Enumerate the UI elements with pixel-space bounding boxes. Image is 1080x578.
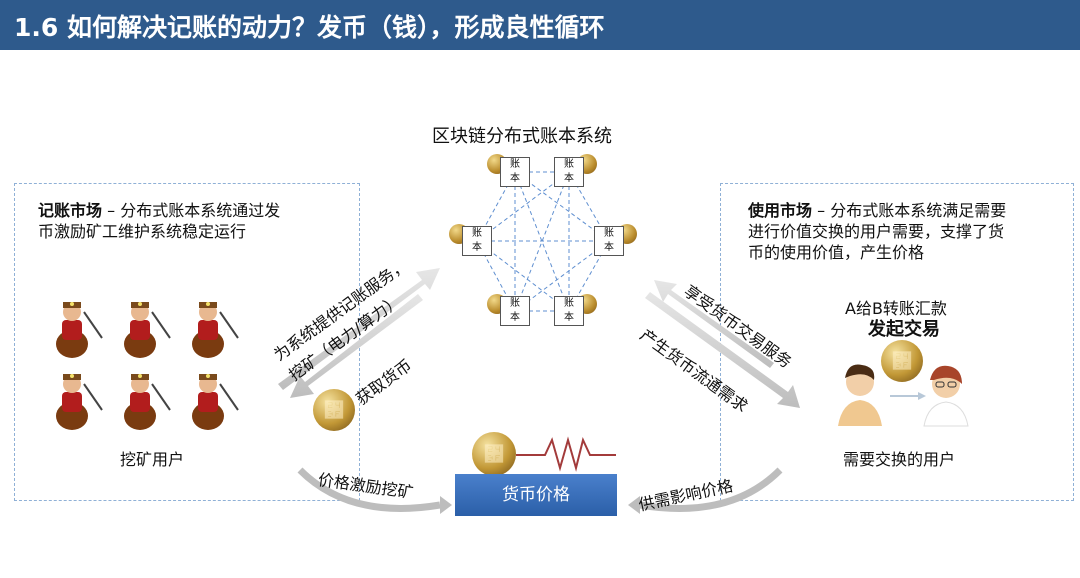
currency-price-box: 货币价格 xyxy=(455,474,617,516)
usage-market-heading: 使用市场 xyxy=(748,201,813,220)
coin-icon xyxy=(881,340,923,382)
bottom-right-curve-arrow xyxy=(639,467,783,512)
usage-market-desc-line1: – 分布式账本系统满足需要 xyxy=(812,201,1007,220)
bottom-right-arrowhead xyxy=(628,496,640,514)
right-down-arrow xyxy=(645,292,800,408)
ledger-node: 账本 xyxy=(554,157,584,187)
ledger-node: 账本 xyxy=(500,296,530,326)
right-up-arrow xyxy=(654,280,774,368)
ledger-node: 账本 xyxy=(554,296,584,326)
miners-group xyxy=(55,301,239,431)
miner-icon xyxy=(123,301,171,359)
transfer-arrow-icon xyxy=(890,392,926,400)
male-user-icon xyxy=(838,364,882,426)
mining-market-desc-line2: 币激励矿工维护系统稳定运行 xyxy=(38,222,247,241)
bottom-left-arrowhead xyxy=(440,496,452,514)
miners-caption: 挖矿用户 xyxy=(120,450,185,469)
page-title: 1.6 如何解决记账的动力？发币（钱），形成良性循环 xyxy=(14,13,605,42)
title-bar: 1.6 如何解决记账的动力？发币（钱），形成良性循环 xyxy=(0,0,1080,50)
exchange-users xyxy=(838,364,969,427)
price-fluctuation-line xyxy=(516,436,616,472)
mining-market-description: 记账市场 – 分布式账本系统通过发 币激励矿工维护系统稳定运行 xyxy=(38,200,280,242)
ledger-node: 账本 xyxy=(594,226,624,256)
exchange-users-caption: 需要交换的用户 xyxy=(843,450,956,469)
ledger-node: 账本 xyxy=(462,226,492,256)
miner-icon xyxy=(191,301,239,359)
ledger-system-title: 区块链分布式账本系统 xyxy=(432,126,612,147)
bottom-left-curve-arrow xyxy=(297,467,441,512)
mining-market-desc-line1: – 分布式账本系统通过发 xyxy=(102,201,281,220)
usage-market-panel xyxy=(720,183,1074,501)
miner-icon xyxy=(55,301,103,359)
miner-icon xyxy=(55,373,103,431)
transfer-label: A给B转账汇款 xyxy=(845,299,947,318)
coin-icon xyxy=(313,389,355,431)
female-user-icon xyxy=(923,365,969,427)
usage-market-description: 使用市场 – 分布式账本系统满足需要 进行价值交换的用户需要，支撑了货 币的使用… xyxy=(748,200,1006,263)
ledger-node: 账本 xyxy=(500,157,530,187)
left-down-arrow xyxy=(290,294,423,398)
miner-icon xyxy=(191,373,239,431)
usage-market-desc-line3: 币的使用价值，产生价格 xyxy=(748,243,925,262)
mining-market-heading: 记账市场 xyxy=(38,201,103,220)
initiate-transaction-label: 发起交易 xyxy=(868,319,940,340)
miner-icon xyxy=(123,373,171,431)
left-up-arrow xyxy=(278,268,440,390)
coin-icon xyxy=(472,432,516,476)
usage-market-desc-line2: 进行价值交换的用户需要，支撑了货 xyxy=(748,222,1005,241)
